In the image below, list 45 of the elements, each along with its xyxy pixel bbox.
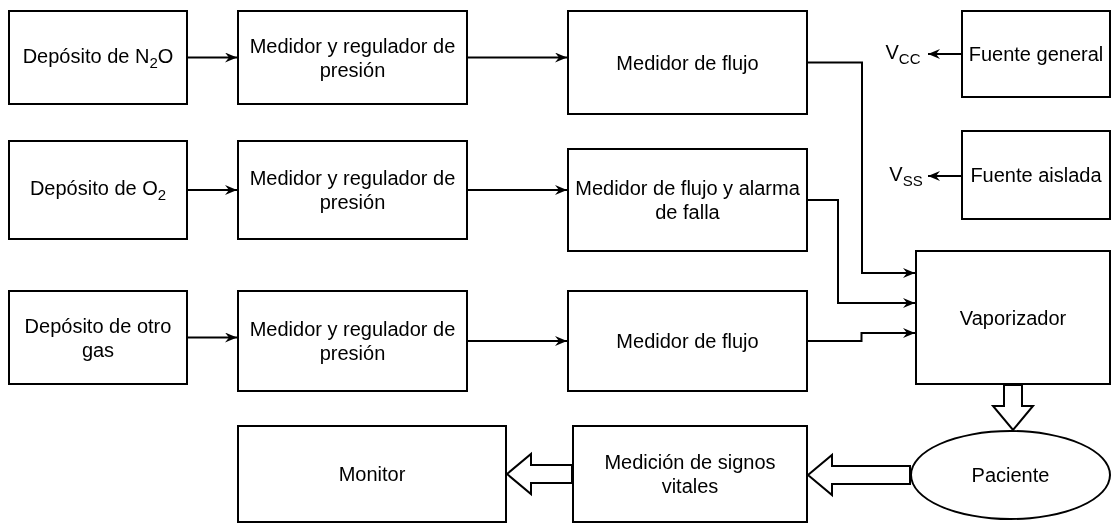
process-box (572, 425, 808, 523)
box-label: Medidor y regulador de presión (248, 166, 457, 214)
box-label: Medidor de flujo (616, 50, 759, 75)
arrow (187, 332, 238, 343)
process-box (961, 130, 1111, 220)
box-label: Medidor de flujo (616, 329, 759, 353)
box-label: Fuente general (968, 42, 1104, 66)
box-label: Medidor y regulador de presión (248, 317, 457, 365)
block-arrow (990, 384, 1036, 432)
process-box (8, 10, 188, 105)
box-label: Depósito de N$_{2}$O (22, 43, 174, 72)
process-box (567, 290, 808, 392)
voltage-label: V$_{SS}$ (889, 162, 923, 190)
arrow (807, 199, 916, 308)
block-arrow (505, 451, 573, 497)
arrow (467, 185, 568, 195)
box-label: Fuente aislada (970, 163, 1102, 187)
arrow (927, 171, 962, 181)
process-box (237, 10, 468, 105)
box-label: Medidor y regulador de presión (248, 33, 457, 82)
arrow (467, 336, 568, 346)
box-label: Medidor de flujo y alarma de falla (574, 176, 801, 224)
arrow (187, 185, 238, 195)
process-box (961, 10, 1111, 98)
process-box (237, 425, 507, 523)
box-label: Depósito de O$_{2}$ (29, 176, 167, 204)
box-label: Medición de signos vitales (603, 450, 777, 498)
process-box (567, 10, 808, 115)
arrow (807, 61, 916, 278)
block-arrow (806, 452, 911, 498)
arrow (927, 49, 962, 59)
arrow (187, 52, 238, 63)
arrow (467, 52, 568, 63)
box-label: Paciente (971, 463, 1050, 487)
process-box (8, 290, 188, 385)
arrow (807, 328, 916, 342)
process-box (237, 290, 468, 392)
process-box (567, 148, 808, 252)
box-label: Vaporizador (959, 305, 1067, 330)
process-box (915, 250, 1111, 385)
process-box (237, 140, 468, 240)
voltage-label: V$_{CC}$ (885, 40, 921, 68)
box-label: Monitor (338, 462, 406, 486)
process-box (8, 140, 188, 240)
box-label: Depósito de otro gas (23, 313, 173, 362)
